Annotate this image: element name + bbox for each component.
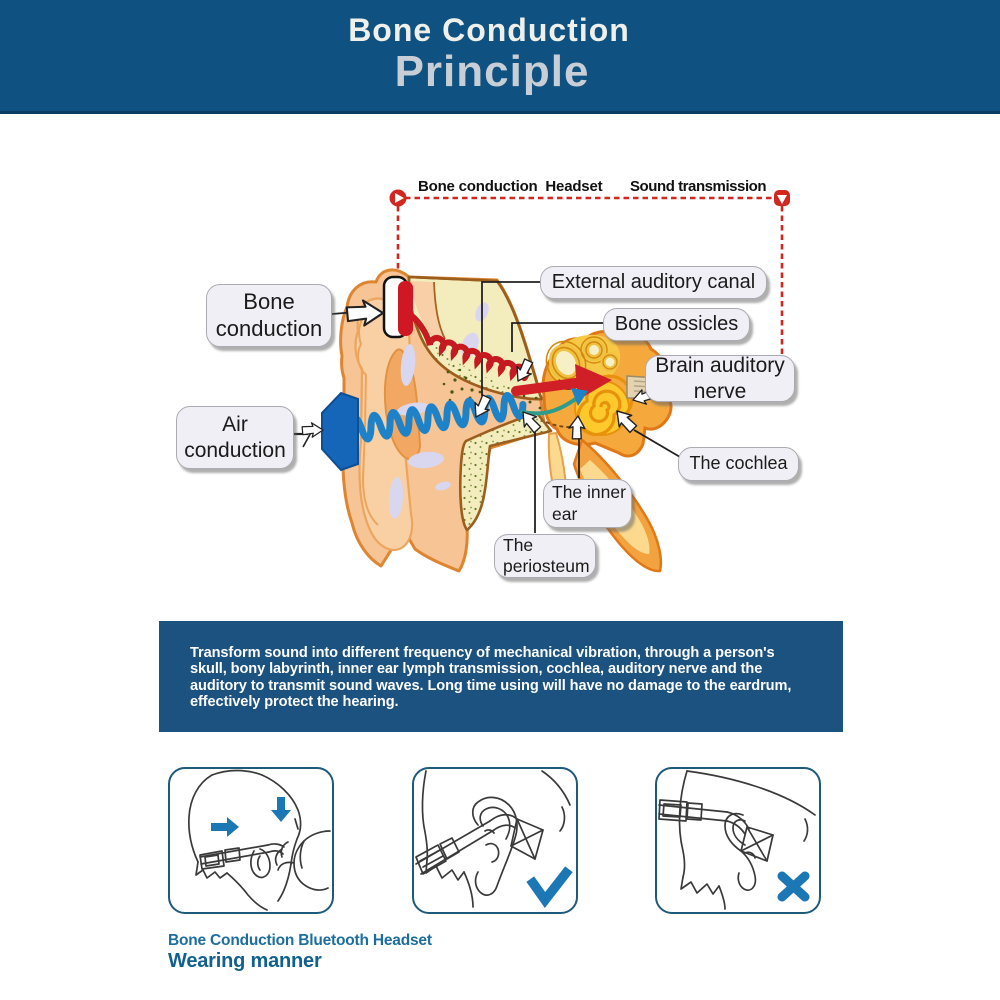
svg-text:Sound transmission: Sound transmission: [630, 178, 766, 195]
svg-text:Bone conduction Headset: Bone conduction Headset: [418, 178, 603, 195]
